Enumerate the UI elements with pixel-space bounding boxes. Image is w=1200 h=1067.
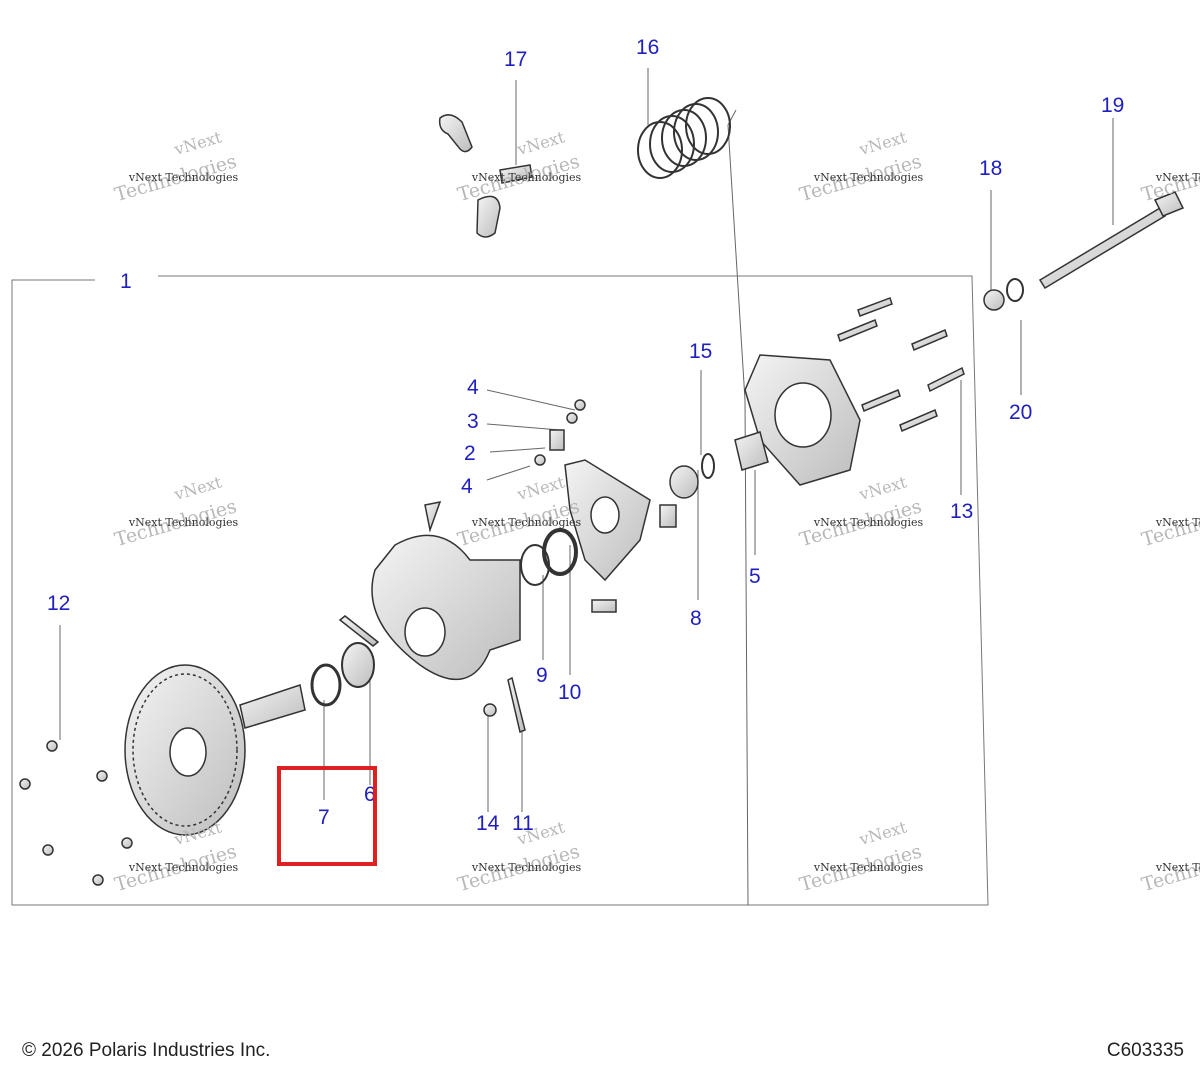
part-13-bolts [837, 297, 965, 433]
callout-7[interactable]: 7 [318, 806, 330, 829]
callout-4-top[interactable]: 4 [467, 376, 479, 399]
part-sheave [371, 501, 521, 681]
callout-1[interactable]: 1 [120, 270, 132, 293]
copyright-notice: © 2026 Polaris Industries Inc. [22, 1040, 271, 1061]
callout-17[interactable]: 17 [504, 48, 528, 71]
callout-2[interactable]: 2 [464, 442, 476, 465]
callout-5[interactable]: 5 [749, 565, 761, 588]
diagram-code: C603335 [1106, 1040, 1184, 1061]
callout-8[interactable]: 8 [690, 607, 702, 630]
part-15-ring [701, 453, 715, 479]
part-spider [564, 459, 677, 613]
leader-lines [59, 68, 1114, 906]
callout-15[interactable]: 15 [689, 340, 713, 363]
part-19-bolt [1038, 191, 1185, 290]
callout-18[interactable]: 18 [979, 157, 1003, 180]
callout-6[interactable]: 6 [364, 783, 376, 806]
highlight-box [277, 766, 377, 866]
callout-20[interactable]: 20 [1009, 401, 1033, 424]
part-7-ring [310, 663, 342, 707]
part-11-pin [507, 676, 526, 734]
part-shaft-gear [124, 664, 306, 836]
part-16-spring [637, 97, 731, 179]
part-6-bushing [341, 642, 375, 688]
callout-16[interactable]: 16 [636, 36, 660, 59]
callout-13[interactable]: 13 [950, 500, 974, 523]
part-10-seal [542, 528, 578, 576]
assembly-outline [11, 275, 989, 906]
part-20-washer [1006, 278, 1024, 302]
part-pin [338, 615, 380, 647]
callout-14[interactable]: 14 [476, 812, 500, 835]
part-18-nut [983, 289, 1005, 311]
callout-12[interactable]: 12 [47, 592, 71, 615]
callout-3[interactable]: 3 [467, 410, 479, 433]
callout-4-bottom[interactable]: 4 [461, 475, 473, 498]
callout-11[interactable]: 11 [512, 812, 534, 835]
part-14-nut [483, 703, 497, 717]
part-17-weights [438, 114, 533, 238]
part-cover [744, 354, 861, 486]
callout-10[interactable]: 10 [558, 681, 582, 704]
callout-9[interactable]: 9 [536, 664, 548, 687]
part-8-bearing [669, 465, 699, 499]
part-2-3-4-small [534, 399, 586, 466]
callout-19[interactable]: 19 [1101, 94, 1125, 117]
part-12-screws [19, 740, 133, 886]
part-5-bushing [734, 431, 769, 471]
